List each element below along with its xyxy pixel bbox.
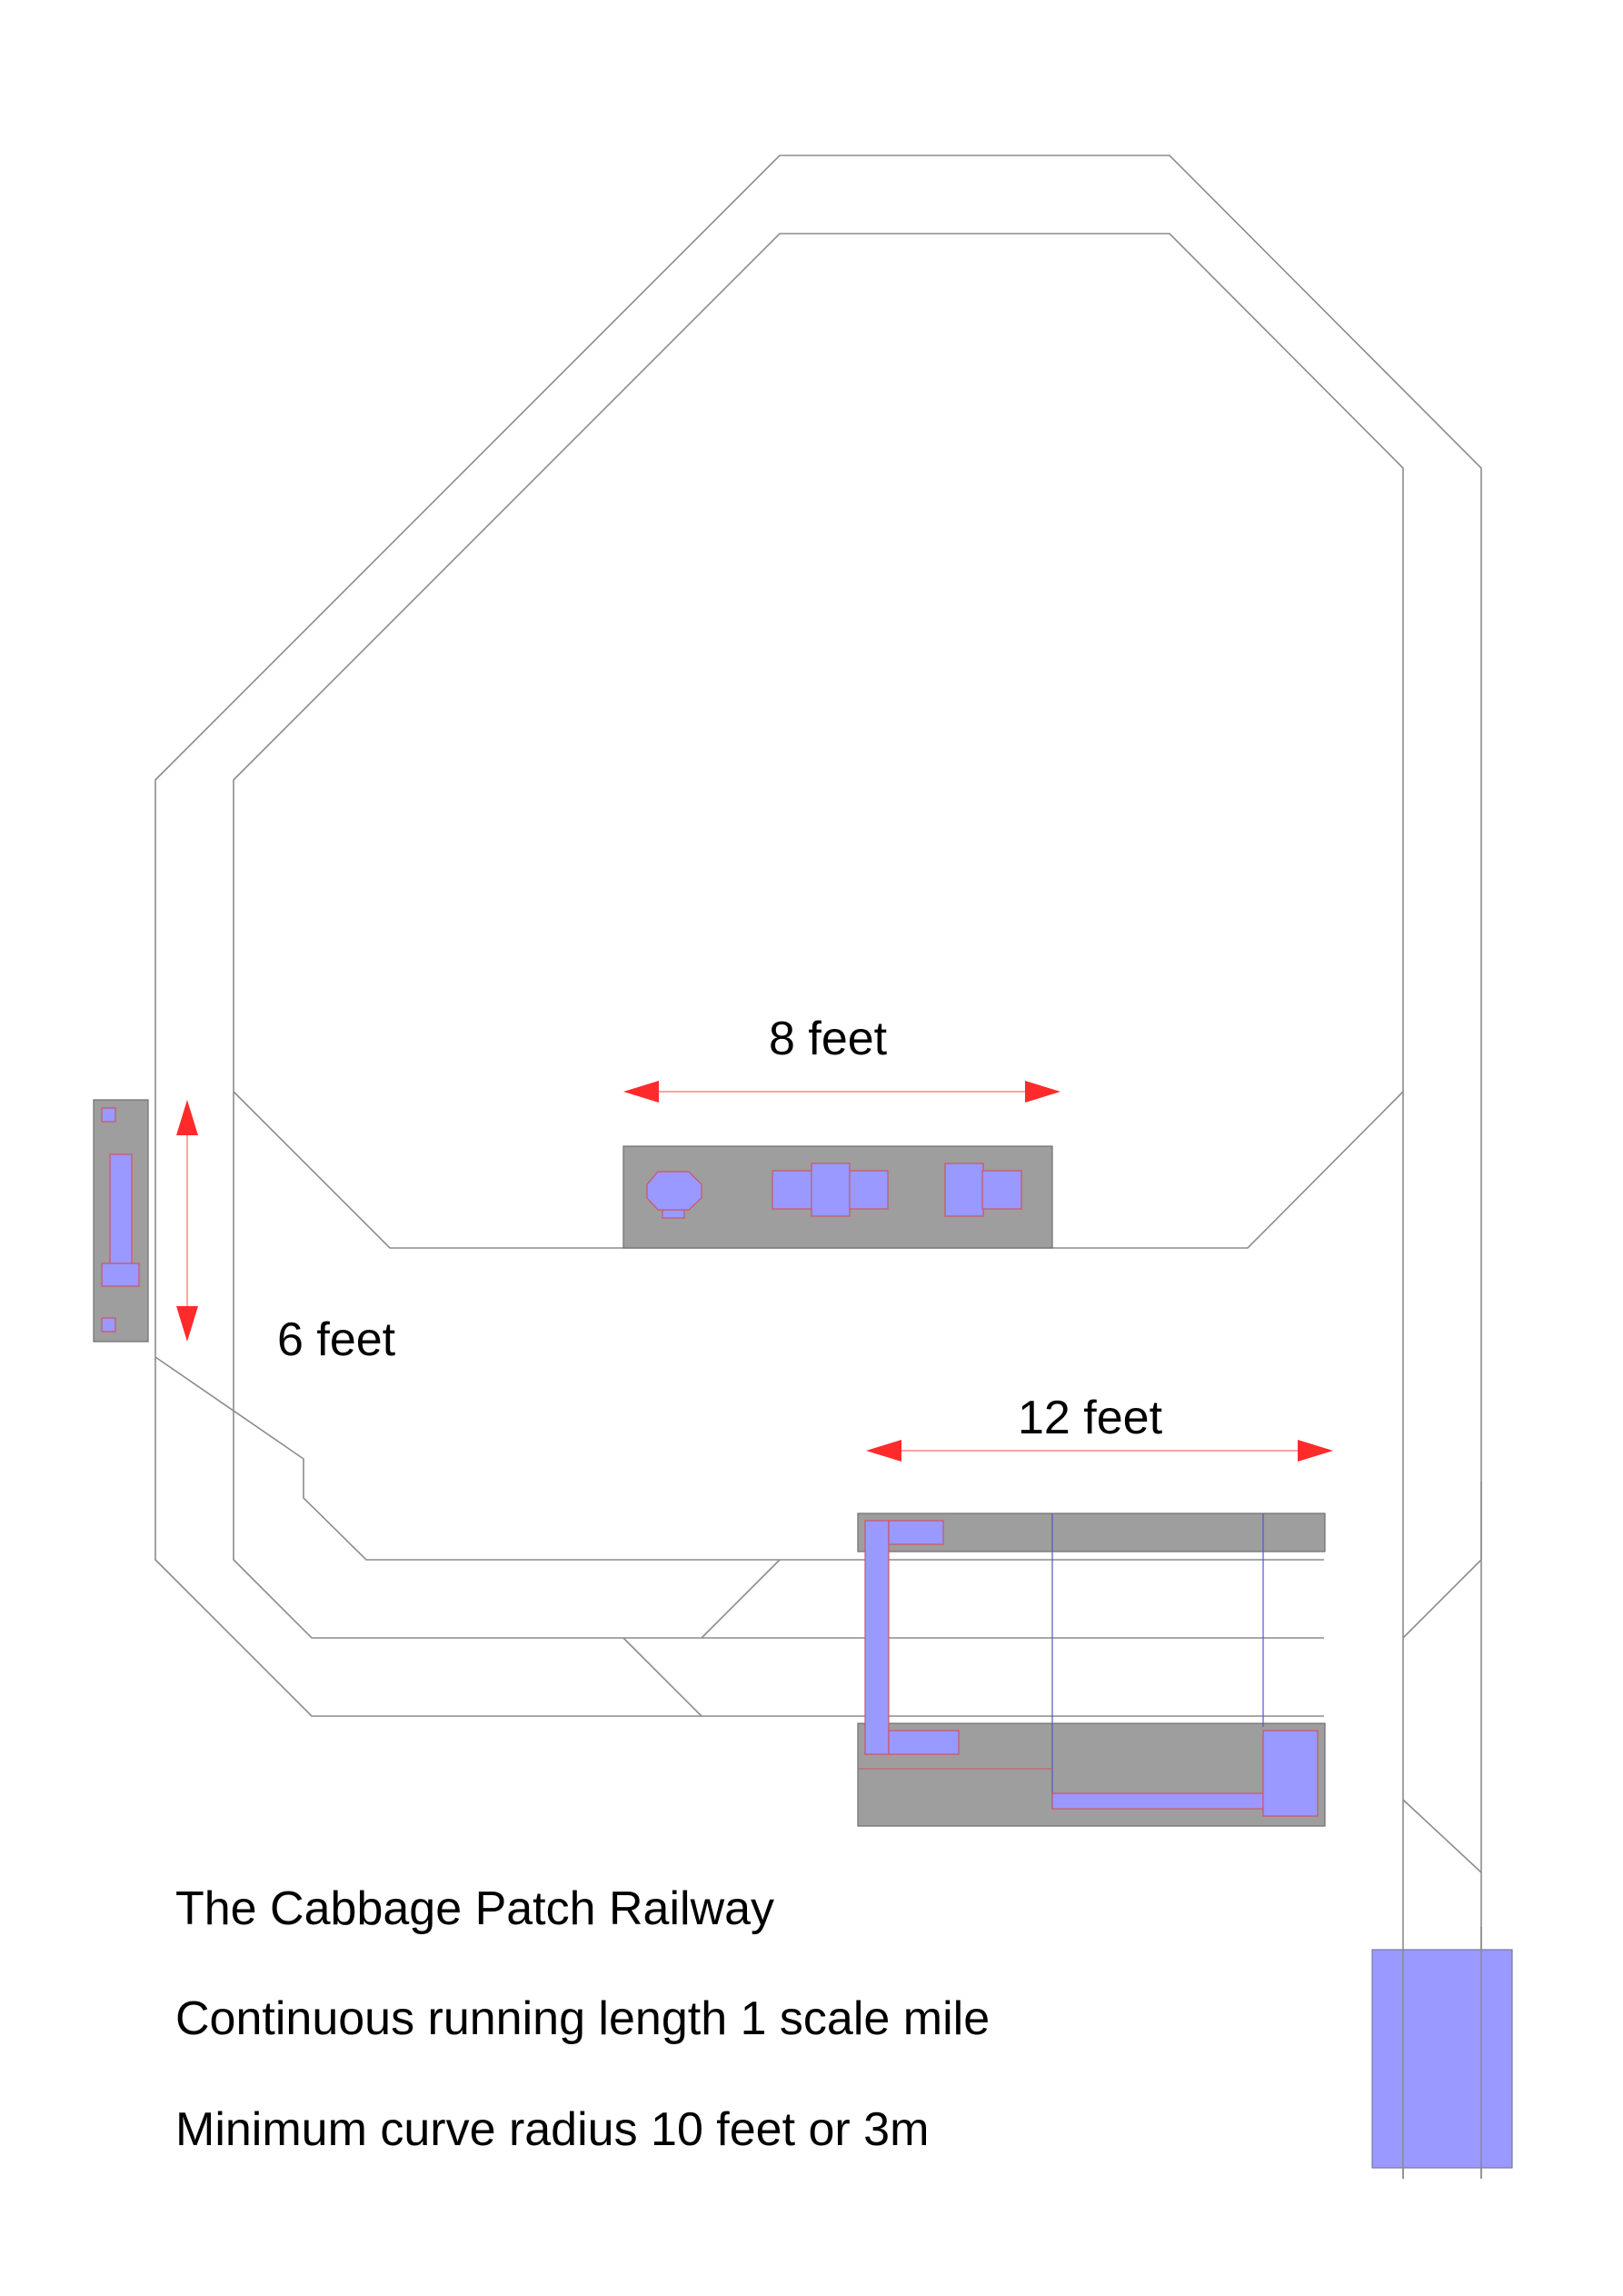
yard-dimension-label: 12 feet [1018,1392,1163,1444]
width-dimension-label: 8 feet [769,1013,888,1065]
arrowhead-left [866,1440,901,1462]
depth-dimension-arrow [176,1100,198,1342]
end-building-bottom [101,1317,116,1333]
yard-dimension-arrow [866,1440,1333,1462]
arrowhead-right [1298,1440,1333,1462]
running-length-note: Continuous running length 1 scale mile [175,1992,991,2045]
width-dimension-arrow [623,1081,1060,1103]
lower-loop-line [154,1356,1324,1561]
station-building-1-body [646,1171,702,1211]
station-building-1 [662,1209,685,1219]
station-building-3-left [944,1163,984,1217]
crossover-right-upper [1402,1559,1482,1639]
yard-baseboard-upper [857,1512,1326,1552]
yard-shed-right [1262,1730,1319,1817]
station-building-2-right [849,1170,889,1210]
storage-block [1371,1949,1513,2169]
arrowhead-left [623,1081,659,1103]
station-building-2-center [811,1163,851,1217]
arrowhead-down [176,1306,198,1342]
crossover-left-lower [622,1637,702,1717]
arrowhead-right [1025,1081,1060,1103]
end-building-long [109,1153,133,1264]
yard-shed-top [888,1520,944,1545]
min-radius-note: Minimum curve radius 10 feet or 3m [175,2103,930,2156]
plan-title: The Cabbage Patch Railway [175,1882,775,1935]
yard-shed-long [1051,1792,1264,1810]
station-building-3-right [981,1170,1022,1210]
station-building-2-left [772,1170,813,1210]
end-building-base [101,1263,140,1287]
crossover-right-lower [1402,1799,1482,1873]
depth-dimension-label: 6 feet [277,1313,396,1366]
outer-track-line [154,155,1482,2179]
end-building-top [101,1107,116,1123]
inner-track-line [233,233,1404,2179]
crossover-left-upper [701,1559,781,1639]
arrowhead-up [176,1100,198,1135]
yard-shed-vertical [864,1520,890,1755]
yard-shed-bottom [888,1730,960,1755]
